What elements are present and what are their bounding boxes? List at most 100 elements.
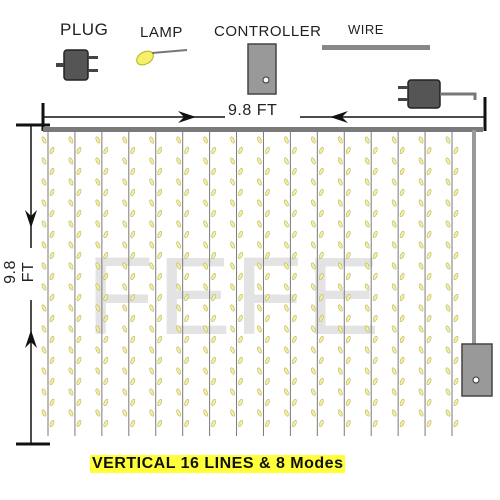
lamp-bulb bbox=[337, 325, 343, 333]
lamp-bulb bbox=[318, 231, 324, 238]
lamp-bulb bbox=[176, 346, 182, 354]
lamp-bulb bbox=[211, 315, 216, 322]
lamp-bulb bbox=[149, 262, 155, 270]
lamp-bulb bbox=[76, 252, 82, 259]
lamp-bulb bbox=[292, 399, 297, 406]
lamp-bulb bbox=[95, 136, 101, 144]
lamp-bulb bbox=[372, 168, 378, 175]
lamp-bulb bbox=[103, 168, 109, 175]
lamp-bulb bbox=[292, 336, 297, 343]
lamp-bulb bbox=[76, 399, 82, 406]
lamp-bulb bbox=[265, 231, 270, 238]
lamp-bulb bbox=[184, 378, 190, 385]
lamp-bulb bbox=[453, 147, 459, 154]
lamp-bulb bbox=[41, 220, 47, 228]
lamp-bulb bbox=[292, 168, 297, 175]
lamp-bulb bbox=[337, 388, 343, 396]
lamp-bulb bbox=[453, 231, 459, 238]
lamp-bulb bbox=[95, 304, 101, 312]
lamp-bulb bbox=[211, 357, 216, 364]
lamp-bulb bbox=[157, 336, 163, 343]
lamp-bulb bbox=[41, 157, 47, 165]
lamp-bulb bbox=[76, 315, 82, 322]
lamp-bulb bbox=[49, 252, 55, 259]
lamp-bulb bbox=[337, 283, 343, 291]
lamp-bulb bbox=[176, 199, 182, 207]
lamp-bulb bbox=[238, 399, 243, 406]
lamp-bulb bbox=[453, 252, 459, 259]
lamp-bulb bbox=[310, 241, 316, 249]
lamp-bulb bbox=[230, 262, 235, 270]
lamp-bulb bbox=[265, 147, 270, 154]
lamp-bulb bbox=[310, 367, 316, 375]
lamp-bulb bbox=[391, 199, 397, 207]
lamp-bulb bbox=[76, 231, 82, 238]
lamp-bulb bbox=[230, 199, 235, 207]
lamp-bulb bbox=[372, 399, 378, 406]
lamp-bulb bbox=[318, 336, 324, 343]
lamp-bulb bbox=[257, 199, 262, 207]
lamp-bulb bbox=[399, 147, 405, 154]
controller-label: CONTROLLER bbox=[214, 23, 322, 40]
lamp-bulb bbox=[318, 420, 324, 427]
lamp-bulb bbox=[49, 420, 55, 427]
lamp-bulb bbox=[176, 241, 182, 249]
lamp-bulb bbox=[130, 210, 136, 217]
lamp-bulb bbox=[391, 241, 397, 249]
lamp-bulb bbox=[445, 157, 451, 165]
lamp-bulb bbox=[426, 273, 432, 280]
lamp-bulb bbox=[130, 294, 136, 301]
lamp-bulb bbox=[257, 304, 262, 312]
lamp-bulb bbox=[203, 388, 208, 396]
lamp-bulb bbox=[49, 231, 55, 238]
lamp-bulb bbox=[372, 315, 378, 322]
lamp-bulb bbox=[203, 325, 208, 333]
lamp-bulb bbox=[345, 336, 351, 343]
lamp-bulb bbox=[391, 136, 397, 144]
lamp-bulb bbox=[292, 357, 297, 364]
lamp-bulb bbox=[399, 336, 405, 343]
lamp-bulb bbox=[68, 409, 74, 417]
lamp-bulb bbox=[68, 283, 74, 291]
lamp-bulb bbox=[211, 147, 216, 154]
lamp-bulb bbox=[265, 399, 270, 406]
lamp-bulb bbox=[76, 420, 82, 427]
lamp-bulb bbox=[184, 252, 190, 259]
lamp-bulb bbox=[364, 283, 370, 291]
lamp-bulb bbox=[399, 294, 405, 301]
lamp-bulb bbox=[292, 252, 297, 259]
lamp-bulb bbox=[76, 357, 82, 364]
lamp-bulb bbox=[203, 262, 208, 270]
lamp-bulb bbox=[364, 346, 370, 354]
lamp-bulb bbox=[345, 252, 351, 259]
lamp-bulb bbox=[103, 336, 109, 343]
lamp-bulb bbox=[149, 283, 155, 291]
lamp-bulb bbox=[130, 252, 136, 259]
lamp-bulb bbox=[337, 346, 343, 354]
lamp-bulb bbox=[41, 367, 47, 375]
lamp-bulb bbox=[426, 315, 432, 322]
lamp-bulb bbox=[211, 168, 216, 175]
lamp-bulb bbox=[122, 283, 128, 291]
lamp-bulb bbox=[122, 367, 128, 375]
lamp-bulb bbox=[372, 189, 378, 196]
lamp-bulb bbox=[418, 367, 424, 375]
lamp-bulb bbox=[184, 231, 190, 238]
lamp-bulb bbox=[157, 315, 163, 322]
lamp-bulb bbox=[157, 210, 163, 217]
lamp-bulb bbox=[203, 304, 208, 312]
lamp-bulb bbox=[284, 346, 289, 354]
lamp-bulb bbox=[310, 199, 316, 207]
lamp-bulb bbox=[122, 262, 128, 270]
lamp-bulb bbox=[149, 388, 155, 396]
lamp-bulb bbox=[203, 367, 208, 375]
lamp-bulb bbox=[203, 220, 208, 228]
lamp-bulb bbox=[176, 178, 182, 186]
lamp-bulb bbox=[211, 231, 216, 238]
power-plug-icon bbox=[398, 79, 477, 109]
lamp-bulb bbox=[265, 294, 270, 301]
lamp-bulb bbox=[337, 157, 343, 165]
lamp-bulb bbox=[238, 336, 243, 343]
lamp-bulb bbox=[122, 409, 128, 417]
lamp-bulb bbox=[399, 168, 405, 175]
